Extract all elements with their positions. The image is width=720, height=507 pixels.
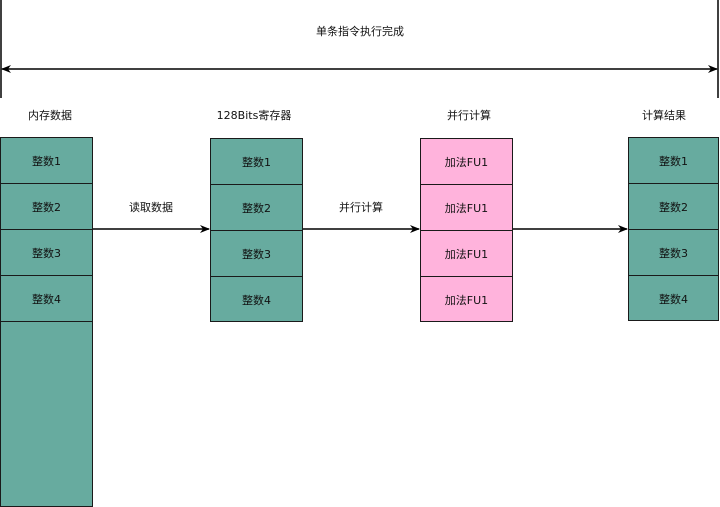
diagram-title: 单条指令执行完成 xyxy=(316,25,404,38)
memory-cell: 整数4 xyxy=(1,276,92,322)
register-cell: 整数4 xyxy=(242,294,271,307)
result-cell: 整数2 xyxy=(629,184,718,230)
memory-stack: 整数1 整数2 整数3 整数4 xyxy=(0,137,93,507)
adder-unit: 加法FU1 xyxy=(421,139,512,185)
result-stack: 整数1 整数2 整数3 整数4 xyxy=(628,137,719,321)
register-cell: 整数2 xyxy=(211,185,302,231)
read-arrow-label: 读取数据 xyxy=(129,201,173,214)
parallel-arrow-label: 并行计算 xyxy=(339,201,383,214)
adder-unit: 加法FU1 xyxy=(421,231,512,277)
register-stack: 整数1 整数2 整数3 整数4 xyxy=(210,138,303,322)
register-label: 128Bits寄存器 xyxy=(216,109,292,122)
compute-stack: 加法FU1 加法FU1 加法FU1 加法FU1 xyxy=(420,138,513,322)
result-cell: 整数3 xyxy=(629,230,718,276)
adder-unit: 加法FU1 xyxy=(444,294,489,307)
register-cell: 整数3 xyxy=(211,231,302,277)
result-cell: 整数1 xyxy=(629,138,718,184)
memory-cell: 整数1 xyxy=(1,138,92,184)
memory-label: 内存数据 xyxy=(28,109,72,122)
result-label: 计算结果 xyxy=(642,109,686,122)
result-cell: 整数4 xyxy=(659,293,688,306)
memory-cell: 整数2 xyxy=(1,184,92,230)
register-cell: 整数1 xyxy=(211,139,302,185)
adder-unit: 加法FU1 xyxy=(421,185,512,231)
compute-label: 并行计算 xyxy=(447,109,491,122)
memory-cell: 整数3 xyxy=(1,230,92,276)
